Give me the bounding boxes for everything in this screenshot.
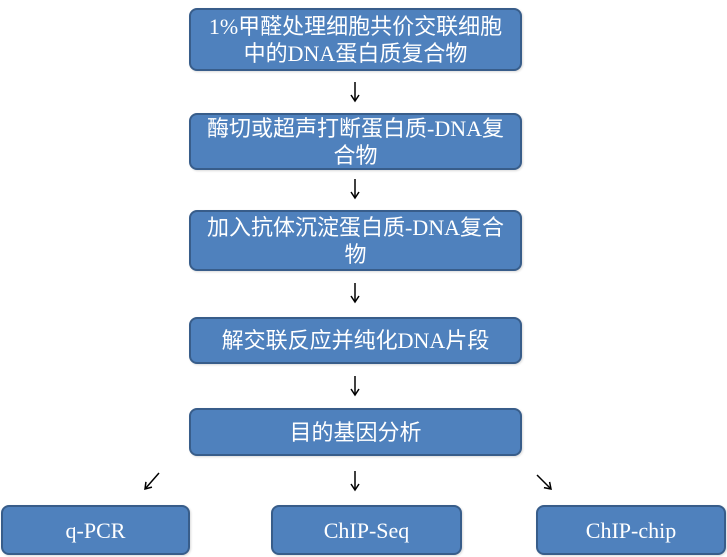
step-target-gene-analysis: 目的基因分析 [189, 408, 522, 456]
output-chip-seq-label: ChIP-Seq [323, 517, 410, 543]
arrow-to-qpcr [144, 472, 160, 491]
step-fragmentation: 酶切或超声打断蛋白质-DNA复合物 [189, 113, 522, 170]
step-reverse-crosslink-label: 解交联反应并纯化DNA片段 [221, 328, 490, 353]
step-reverse-crosslink: 解交联反应并纯化DNA片段 [189, 317, 522, 364]
output-qpcr: q-PCR [1, 505, 190, 555]
output-chip-chip: ChIP-chip [536, 505, 726, 555]
step-crosslink: 1%甲醛处理细胞共价交联细胞中的DNA蛋白质复合物 [189, 8, 522, 71]
step-immunoprecipitation-label: 加入抗体沉淀蛋白质-DNA复合物 [207, 214, 504, 267]
step-fragmentation-label: 酶切或超声打断蛋白质-DNA复合物 [207, 115, 504, 168]
step-immunoprecipitation: 加入抗体沉淀蛋白质-DNA复合物 [189, 210, 522, 271]
output-chip-chip-label: ChIP-chip [585, 517, 677, 543]
step-target-gene-analysis-label: 目的基因分析 [289, 419, 422, 445]
output-qpcr-label: q-PCR [65, 517, 126, 543]
output-chip-seq: ChIP-Seq [271, 505, 462, 555]
step-crosslink-label: 1%甲醛处理细胞共价交联细胞中的DNA蛋白质复合物 [208, 13, 503, 66]
arrow-to-chip-chip [536, 474, 552, 490]
